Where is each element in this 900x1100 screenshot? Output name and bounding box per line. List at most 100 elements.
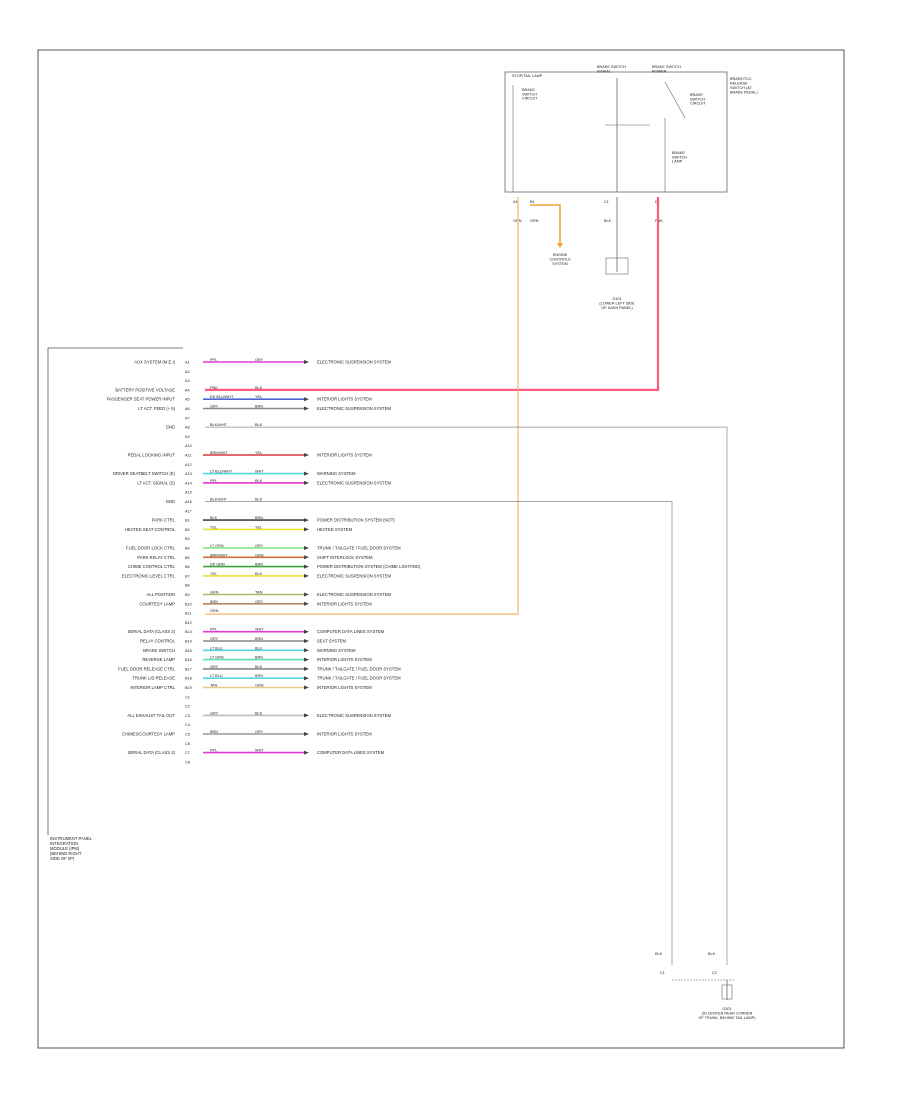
circuit-function: GND [166, 425, 175, 430]
wire-color-2: GRY [255, 730, 264, 734]
ground-wire-color: BLK [655, 952, 663, 956]
connector-pin-id: B16 [185, 658, 192, 662]
destination-system: INTERIOR LIGHTS SYSTEM [317, 453, 372, 458]
wire-color-2: BLK [255, 479, 263, 483]
circuit-function: HEATED SEAT CONTROL [125, 527, 176, 532]
wire-color-1: LT GRN [210, 656, 224, 660]
wire-color-2: BLK [255, 646, 263, 650]
circuit-function: INTERIOR LAMP CTRL [130, 685, 175, 690]
relay-header-mid: BRAKE SWITCH [597, 65, 626, 69]
wire-color-2: GRY [255, 600, 264, 604]
circuit-function: SERIAL DATA (CLASS 2) [128, 629, 176, 634]
connector-pin-id: B4 [185, 547, 190, 551]
wire-color-1: YEL [210, 572, 217, 576]
wire-arrow [304, 573, 309, 578]
engine-controls-label: SYSTEM [552, 262, 568, 266]
circuit-function: SERIAL DATA (CLASS 2) [128, 750, 176, 755]
wire-color-1: PPL [210, 749, 217, 753]
wire-color-2: BRN [255, 516, 263, 520]
battery-positive-wire [205, 197, 660, 391]
connector-pin-id: C7 [185, 751, 190, 755]
wire-color-2: YEL [255, 525, 262, 529]
ground-g301-label: OF TRUNK, BEHIND TAIL LAMP) [698, 1016, 756, 1020]
destination-system: ELECTRONIC SUSPENSION SYSTEM [317, 360, 392, 365]
wire-color-2: BLK [255, 711, 263, 715]
wire-color-1: BRN [210, 600, 218, 604]
wire-color-1: BRN/WHT [210, 451, 228, 455]
wire-color-1: LT BLU [210, 674, 223, 678]
circuit-function: LT ACT. SIGNAL (S) [137, 480, 175, 485]
wire-color-1: ORN [210, 609, 219, 613]
circuit-function: PARK RELAY CTRL [137, 555, 175, 560]
circuit-function: LT ACT. FEED (+ 5) [138, 406, 175, 411]
connector-pin-id: B3 [185, 537, 190, 541]
wire-arrow [304, 685, 309, 690]
wire-color-1: LT BLU [210, 646, 223, 650]
ground-g301-label: (IN CENTER REAR CORNER [702, 1012, 753, 1016]
relay-pin-label: C1 [604, 200, 609, 204]
connector-pin-id: A3 [185, 379, 190, 383]
wire-color-1: BLK [210, 516, 218, 520]
relay-inner-right: BRAKE [690, 93, 703, 97]
connector-pin-id: C5 [185, 733, 190, 737]
connector-pin-id: A8 [185, 426, 190, 430]
connector-pin-id: A2 [185, 370, 190, 374]
connector-pin-id: A7 [185, 416, 190, 420]
wire-arrow [304, 406, 309, 411]
connector-pin-id: B8 [185, 584, 190, 588]
wire-color-1: YEL [210, 525, 217, 529]
connector-pin-id: A4 [185, 388, 190, 392]
destination-system: SHIFT INTERLOCK SYSTEM [317, 555, 373, 560]
wire-color-2: BLK [255, 665, 263, 669]
connector-pin-id: A9 [185, 435, 190, 439]
destination-system: SEAT SYSTEM [317, 639, 346, 644]
wire-color-2: YEL [255, 451, 262, 455]
wire-color-1: GRY [210, 405, 219, 409]
connector-pin-id: A5 [185, 398, 190, 402]
wire-arrow [304, 666, 309, 671]
wire-arrow [304, 648, 309, 653]
destination-system: COMPUTER DATA LINES SYSTEM [317, 629, 385, 634]
wire-color-1: BRN [210, 730, 218, 734]
wire-color-1: DK GRN [210, 563, 225, 567]
destination-system: ELECTRONIC SUSPENSION SYSTEM [317, 480, 392, 485]
relay-side-label: SWITCH (AT [730, 86, 753, 90]
relay-inner-left: CIRCUIT [522, 97, 538, 101]
relay-inner-right: CIRCUIT [690, 102, 706, 106]
wire-arrow [304, 453, 309, 457]
relay-side-label: BRAKE/TCC [730, 77, 752, 81]
connector-pin-id: A15 [185, 491, 192, 495]
ground-pin-label: C2 [712, 971, 717, 975]
ground-g101-label: (LOWER LEFT SIDE [599, 302, 635, 306]
module-label-line: MODULE (IPM) [50, 846, 80, 851]
engine-controls-label: ENGINE [553, 253, 568, 257]
wire-color-1: PPL [210, 479, 217, 483]
relay-inner-right: SWITCH [690, 97, 705, 101]
wire-color-2: BLK [255, 423, 263, 427]
wire-color-1: BLK/WHT [210, 423, 228, 427]
wire-arrow [304, 527, 309, 532]
connector-pin-id: A6 [185, 407, 190, 411]
wire-arrow [304, 397, 309, 402]
connector-pin-id: A17 [185, 509, 192, 513]
wire-arrow [304, 360, 309, 364]
wire-color-2: BRN [255, 405, 263, 409]
wire-arrow [304, 592, 309, 597]
destination-system: ELECTRONIC SUSPENSION SYSTEM [317, 592, 392, 597]
relay-pin-wire: ORN [530, 219, 539, 223]
relay-pin-label: A1 [513, 200, 518, 204]
wire-color-1: TAN [210, 684, 218, 688]
wire-arrow [304, 713, 309, 718]
connector-pin-id: B14 [185, 640, 192, 644]
connector-pin-id: B10 [185, 602, 192, 606]
destination-system: TRUNK / TAILGATE / FUEL DOOR SYSTEM [317, 546, 401, 551]
destination-system: TRUNK / TAILGATE / FUEL DOOR SYSTEM [317, 676, 401, 681]
destination-system: ELECTRONIC SUSPENSION SYSTEM [317, 406, 392, 411]
wire-color-2: WHT [255, 628, 264, 632]
module-label-line: SIDE OF I/P) [50, 856, 75, 861]
connector-pin-id: C1 [185, 695, 190, 699]
